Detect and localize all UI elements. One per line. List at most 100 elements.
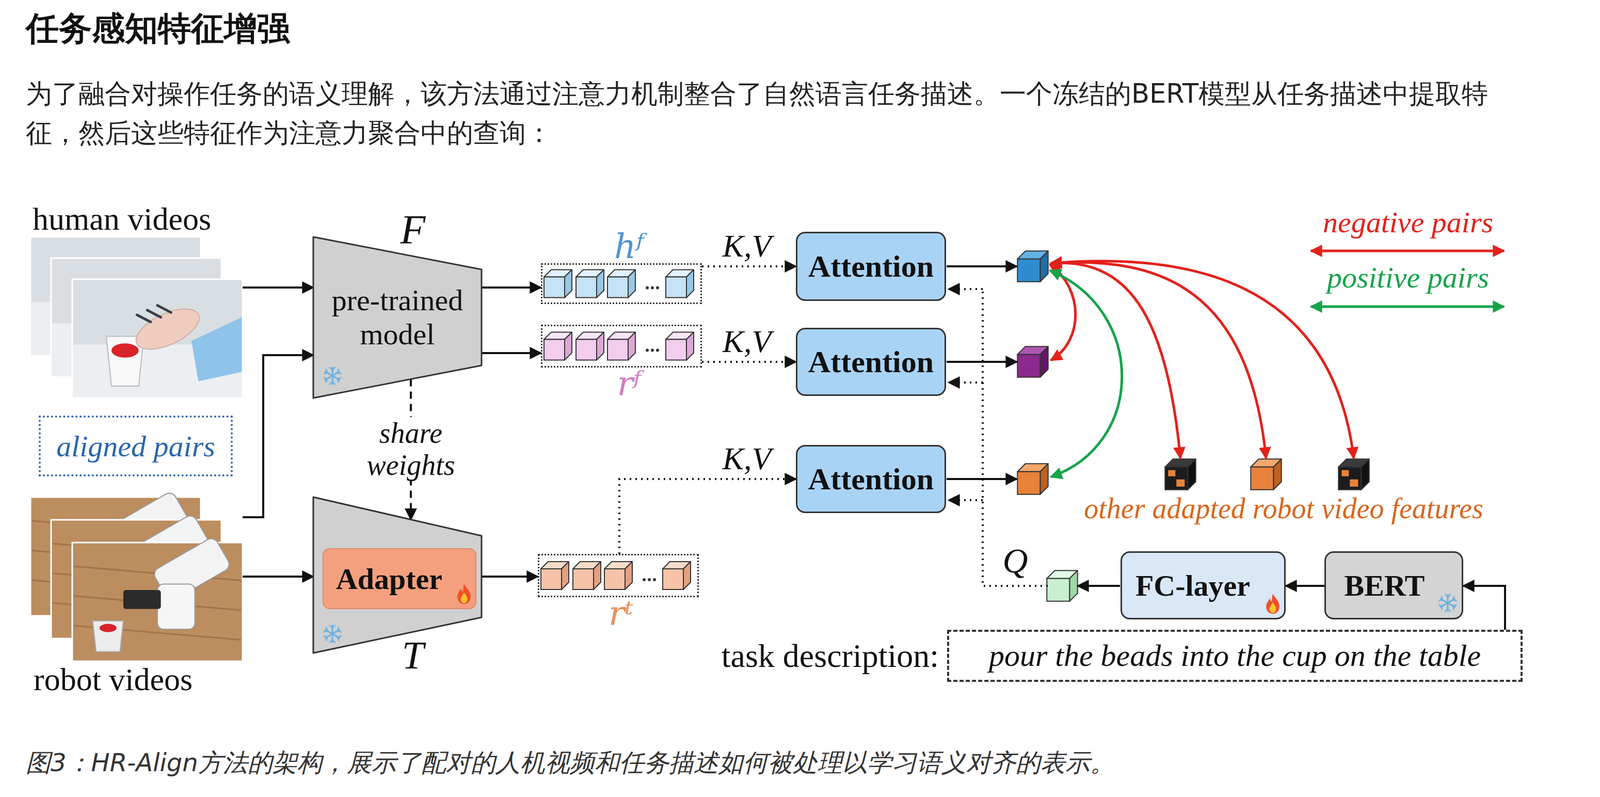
arm-branch: [1438, 595, 1457, 610]
node-label: BERT: [1344, 568, 1426, 603]
ellipsis-dot: [650, 286, 654, 290]
figure-caption: 图3：HR-Align方法的架构，展示了配对的人机视频和任务描述如何被处理以学习…: [25, 746, 1115, 778]
negative-pair-arrow: [1050, 261, 1354, 459]
video-stack: robot videos: [30, 497, 243, 662]
beads: [111, 343, 139, 358]
arm-branch: [323, 368, 342, 383]
hand: [130, 300, 205, 358]
trapezoid-fill: [313, 497, 482, 653]
color-patch: [1349, 479, 1358, 487]
feature-cube: [572, 561, 601, 590]
ellipsis-dot: [642, 578, 646, 582]
cube-front: [576, 277, 597, 298]
arm-branch: [323, 626, 342, 641]
node-label: Attention: [808, 248, 934, 285]
cube-front: [1046, 578, 1070, 602]
video-illustrations: [30, 236, 243, 662]
feature-cube: [1250, 458, 1282, 490]
ellipsis-dot: [645, 286, 649, 290]
snowflake-arm: [323, 368, 342, 383]
snowflake-arm: [323, 626, 342, 641]
feature-tokens: hᶠ: [540, 263, 702, 304]
node-heading: rᵗ: [608, 595, 634, 632]
feature-cube: [665, 332, 694, 361]
feature-cube: [1017, 463, 1048, 494]
cube-front: [544, 339, 565, 361]
snowflake-arm: [323, 626, 342, 641]
connector-arrow: [481, 352, 541, 355]
attention-box: Attention: [795, 327, 947, 396]
cube-side: [686, 332, 694, 361]
cube-side: [1040, 463, 1048, 494]
connector-arrow: [1463, 585, 1506, 630]
connector-arrow: [481, 286, 541, 289]
task-description-box: task description:pour the beads into the…: [947, 629, 1523, 682]
cube-front: [1017, 354, 1040, 378]
node-label: Attention: [808, 461, 934, 498]
connector-label: K,V: [722, 323, 772, 359]
cube-front: [540, 568, 562, 590]
robot-wrist: [157, 584, 196, 630]
cube-front: [1017, 471, 1040, 495]
cube-side: [1273, 458, 1282, 490]
node-heading: robot videos: [33, 661, 193, 698]
cube-front: [662, 568, 684, 590]
legend-text: positive pairs: [1326, 261, 1490, 295]
ellipsis-dot: [652, 578, 656, 582]
negative-pair-arrow: [1310, 249, 1504, 253]
token-cubes: [542, 264, 701, 303]
feature-cube: [1338, 458, 1369, 490]
finger: [157, 305, 171, 313]
cube-front: [1250, 467, 1274, 490]
query-line: [982, 289, 1048, 586]
cube-side: [596, 332, 604, 361]
pair-note: aligned pairs: [38, 415, 233, 477]
cube-side: [564, 332, 572, 361]
cube-side: [683, 561, 691, 590]
feature-cube: [576, 269, 604, 298]
cup: [92, 620, 124, 652]
cube-side: [1040, 250, 1048, 282]
connector-arrow: [1285, 584, 1325, 587]
connector-arrow: [476, 575, 538, 578]
query-branch: [948, 288, 983, 291]
fc-layer-box: FC-layer: [1120, 551, 1286, 620]
finger: [136, 314, 151, 323]
color-patch: [1176, 479, 1185, 487]
feature-cube: [540, 561, 569, 590]
cube-side: [596, 269, 604, 298]
connector-arrow: [242, 575, 314, 578]
negative-pair-arrow: [1050, 262, 1267, 459]
attention-box: Attention: [795, 444, 947, 514]
node-heading: F: [400, 209, 426, 251]
cube-side: [628, 269, 636, 298]
attention-box: Attention: [795, 231, 947, 301]
cube-side: [561, 561, 569, 590]
connector-label: share weights: [359, 417, 463, 482]
sleeve: [191, 317, 243, 382]
connector-arrow: [701, 265, 796, 268]
feature-cube: [1017, 346, 1048, 377]
query-branch: [948, 499, 983, 502]
feature-cube: [665, 269, 694, 298]
positive-pair-arrow: [1310, 305, 1504, 309]
cube-front: [1017, 259, 1040, 282]
flame-outer: [1266, 594, 1280, 614]
bert-box: BERT: [1324, 551, 1464, 620]
ellipsis-dot: [656, 286, 660, 290]
arm-branch: [323, 626, 342, 641]
cube-side: [625, 561, 633, 590]
feature-cube: [1164, 458, 1196, 490]
ellipsis-dot: [645, 348, 649, 352]
cube-front: [607, 339, 629, 361]
pair-arrows: [1049, 250, 1504, 477]
snowflake-arm: [1438, 595, 1457, 610]
ellipsis-dot: [650, 348, 654, 352]
feature-tokens: rᶠ: [540, 324, 702, 368]
snowflake-arm: [323, 368, 342, 383]
node-heading: T: [402, 635, 424, 675]
fire-icon: [455, 583, 473, 605]
query-branch: [948, 381, 983, 384]
flame-outer: [457, 584, 471, 604]
